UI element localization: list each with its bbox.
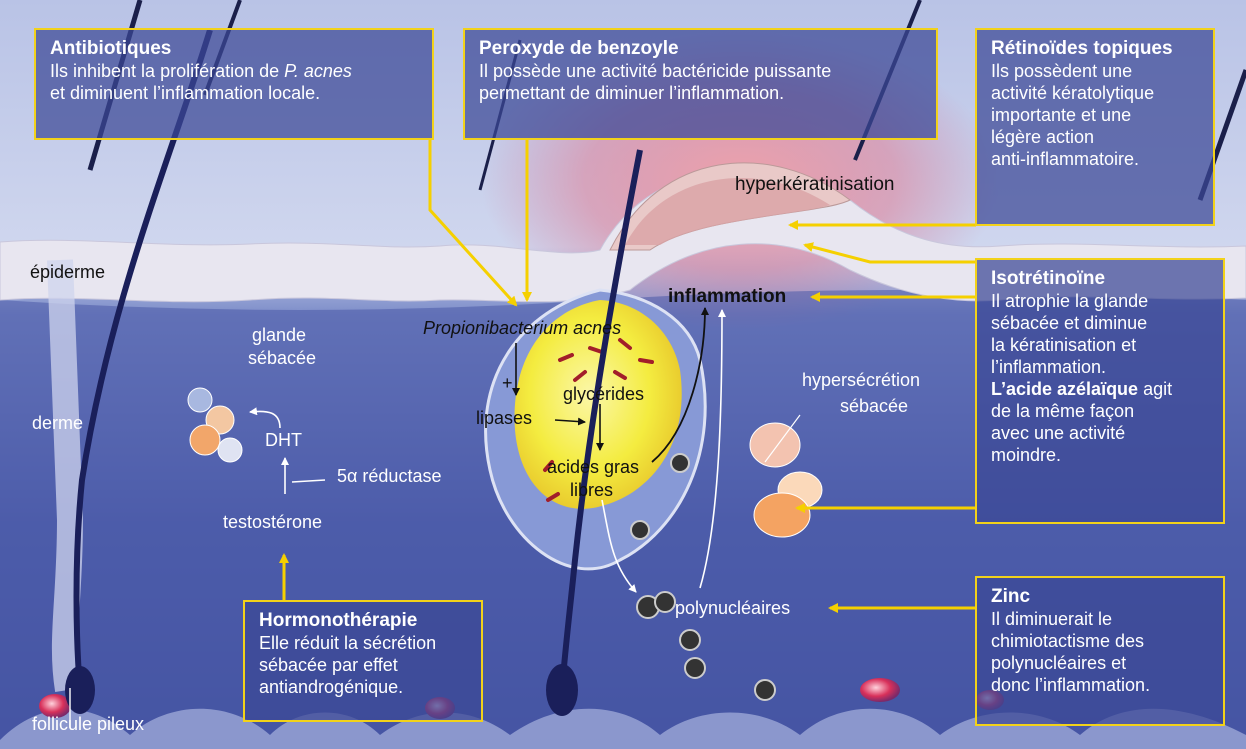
hypersecretion-label-2: sébacée: [840, 396, 908, 416]
retinoides-title: Rétinoïdes topiques: [991, 38, 1201, 60]
isotretinoine-line: Il atrophie la glande: [991, 290, 1211, 312]
hormonotherapie-line: antiandrogénique.: [259, 676, 469, 698]
glande-label: glande: [252, 325, 306, 345]
glande-label-2: sébacée: [248, 348, 316, 368]
glycerides-label: glycérides: [563, 384, 644, 404]
hypersecretion-label: hypersécrétion: [802, 370, 920, 390]
retinoides-line: anti-inflammatoire.: [991, 148, 1201, 170]
epiderme-label: épiderme: [30, 262, 105, 282]
zinc-line: Il diminuerait le: [991, 608, 1211, 630]
isotretinoine-line: moindre.: [991, 444, 1211, 466]
isotretinoine-line: sébacée et diminue: [991, 312, 1211, 334]
propionibacterium-label: Propionibacterium acnes: [423, 318, 621, 338]
zinc-line: chimiotactisme des: [991, 630, 1211, 652]
plus-sign: +: [502, 373, 513, 393]
peroxyde-box: Peroxyde de benzoyle Il possède une acti…: [463, 28, 938, 140]
hormonotherapie-title: Hormonothérapie: [259, 610, 469, 632]
isotretinoine-box: Isotrétinoïne Il atrophie la glande séba…: [975, 258, 1225, 524]
retinoides-line: légère action: [991, 126, 1201, 148]
isotretinoine-line: la kératinisation et: [991, 334, 1211, 356]
acides-libres-label: libres: [570, 480, 613, 500]
azelaic-line: L’acide azélaïque agit: [991, 378, 1211, 400]
zinc-line: polynucléaires et: [991, 652, 1211, 674]
hormonotherapie-box: Hormonothérapie Elle réduit la sécrétion…: [243, 600, 483, 722]
isotretinoine-line: l’inflammation.: [991, 356, 1211, 378]
peroxyde-title: Peroxyde de benzoyle: [479, 38, 924, 60]
follicule-label: follicule pileux: [32, 714, 144, 734]
retinoides-line: activité kératolytique: [991, 82, 1201, 104]
acides-gras-label: acides gras: [547, 457, 639, 477]
inflammation-label: inflammation: [668, 287, 786, 307]
lipases-label: lipases: [476, 408, 532, 428]
antibiotiques-text: Ils inhibent la prolifération de P. acne…: [50, 60, 420, 82]
reductase-label: 5α réductase: [337, 466, 441, 486]
isotretinoine-line: avec une activité: [991, 422, 1211, 444]
polynucleaires-label: polynucléaires: [675, 598, 790, 618]
antibiotiques-text-2: et diminuent l’inflammation locale.: [50, 82, 420, 104]
antibiotiques-box: Antibiotiques Ils inhibent la proliférat…: [34, 28, 434, 140]
zinc-box: Zinc Il diminuerait le chimiotactisme de…: [975, 576, 1225, 726]
antibiotiques-title: Antibiotiques: [50, 38, 420, 60]
derme-label: derme: [32, 413, 83, 433]
peroxyde-text-2: permettant de diminuer l’inflammation.: [479, 82, 924, 104]
testosterone-label: testostérone: [223, 512, 322, 532]
hair-bulb-center: [546, 664, 578, 716]
retinoides-line: Ils possèdent une: [991, 60, 1201, 82]
hyperkeratinisation-label: hyperkératinisation: [735, 175, 894, 195]
hormonotherapie-line: sébacée par effet: [259, 654, 469, 676]
zinc-line: donc l’inflammation.: [991, 674, 1211, 696]
isotretinoine-line: de la même façon: [991, 400, 1211, 422]
peroxyde-text: Il possède une activité bactéricide puis…: [479, 60, 924, 82]
zinc-title: Zinc: [991, 586, 1211, 608]
retinoides-line: importante et une: [991, 104, 1201, 126]
retinoides-box: Rétinoïdes topiques Ils possèdent une ac…: [975, 28, 1215, 226]
dht-label: DHT: [265, 430, 302, 450]
isotretinoine-title: Isotrétinoïne: [991, 268, 1211, 290]
hormonotherapie-line: Elle réduit la sécrétion: [259, 632, 469, 654]
